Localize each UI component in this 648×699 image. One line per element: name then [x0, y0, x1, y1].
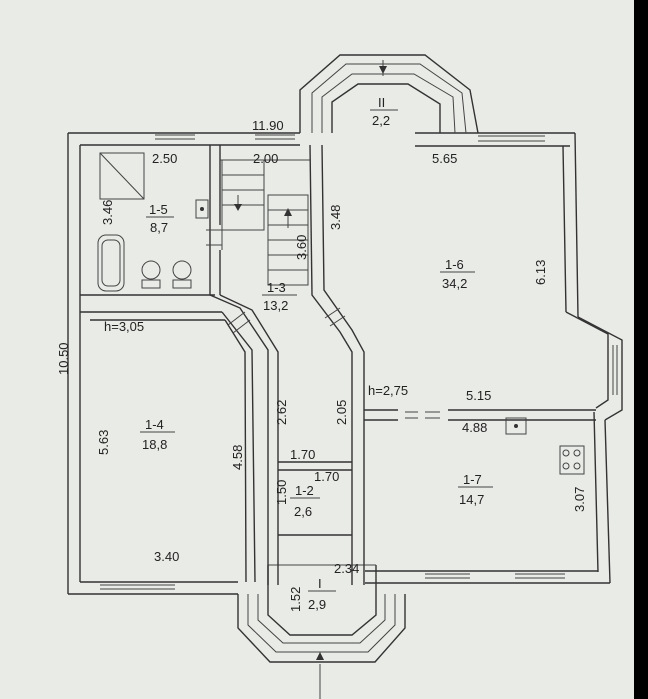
- dim-left-room-inner: 4.58: [230, 445, 245, 470]
- bottom-porch: [237, 564, 406, 699]
- room-I-id: I: [318, 576, 322, 591]
- dim-porch-height: 1.52: [288, 587, 303, 612]
- dim-left-room-height: 5.63: [96, 430, 111, 455]
- toilet-icon: [141, 260, 161, 280]
- dim-overall-height: 10.50: [56, 342, 71, 375]
- dim-stair-width: 2.00: [253, 151, 278, 166]
- dim-left-room-width: 3.40: [154, 549, 179, 564]
- room-1-3-id: 1-3: [267, 280, 286, 295]
- bathtub-icon: [97, 234, 125, 292]
- shower-icon: [99, 152, 145, 200]
- kitchen-fixtures: [505, 417, 585, 475]
- dim-bath-width: 2.50: [152, 151, 177, 166]
- dim-wc-height: 1.50: [274, 480, 289, 505]
- frame-edge: [634, 0, 648, 699]
- room-1-6-id: 1-6: [445, 257, 464, 272]
- dim-corridor-a: 2.62: [274, 400, 289, 425]
- dimension-labels: 11.90 10.50 2.50 3.46 2.00 3.60 3.48 5.6…: [56, 118, 587, 612]
- staircase: [221, 159, 309, 286]
- dim-porch-width: 2.34: [334, 561, 359, 576]
- room-II-area: 2,2: [372, 113, 390, 128]
- stove-icon: [559, 445, 585, 475]
- dim-kitchen-height: 3.07: [572, 487, 587, 512]
- sink-icon: [172, 260, 192, 280]
- dim-kitchen-width: 4.88: [462, 420, 487, 435]
- dim-living-height: 6.13: [533, 260, 548, 285]
- dim-top-width: 11.90: [252, 118, 284, 133]
- dim-bath-height: 3.46: [100, 200, 115, 225]
- room-1-4-area: 18,8: [142, 437, 167, 452]
- top-bay: [299, 54, 479, 134]
- room-1-2-id: 1-2: [295, 483, 314, 498]
- ceiling-height-right: h=2,75: [368, 383, 408, 398]
- room-1-5-id: 1-5: [149, 202, 168, 217]
- dim-wc-width-a: 1.70: [290, 447, 315, 462]
- dim-living-width: 5.65: [432, 151, 457, 166]
- interior-walls: [80, 144, 596, 585]
- room-labels: 1-5 8,7 1-3 13,2 1-6 34,2 1-4 18,8 1-2 2…: [140, 95, 493, 612]
- room-1-7-area: 14,7: [459, 492, 484, 507]
- ceiling-height-left: h=3,05: [104, 319, 144, 334]
- bathroom-fixtures: [97, 152, 209, 292]
- dim-kitchen-top: 5.15: [466, 388, 491, 403]
- sink-icon: [505, 417, 527, 435]
- room-1-7-id: 1-7: [463, 472, 482, 487]
- room-1-5-area: 8,7: [150, 220, 168, 235]
- dim-corridor-b: 2.05: [334, 400, 349, 425]
- outer-walls: [67, 132, 623, 595]
- room-1-4-id: 1-4: [145, 417, 164, 432]
- room-II-id: II: [378, 95, 385, 110]
- room-I-area: 2,9: [308, 597, 326, 612]
- dim-hall-height: 3.48: [328, 205, 343, 230]
- room-1-2-area: 2,6: [294, 504, 312, 519]
- dim-stair-length: 3.60: [294, 235, 309, 260]
- room-1-3-area: 13,2: [263, 298, 288, 313]
- dim-wc-width-b: 1.70: [314, 469, 339, 484]
- room-1-6-area: 34,2: [442, 276, 467, 291]
